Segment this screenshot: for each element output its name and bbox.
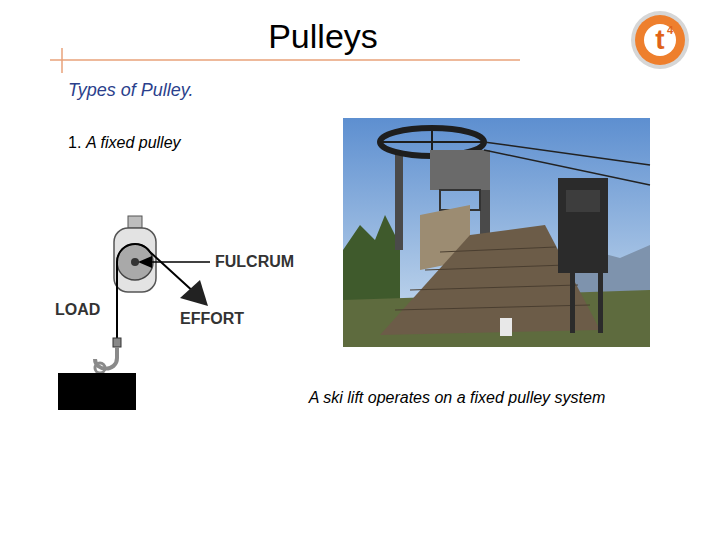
part-label: EFFORT <box>180 309 244 328</box>
list-number: 1. <box>68 133 81 152</box>
logo <box>631 11 689 69</box>
list-item: A fixed pulley <box>86 133 181 152</box>
ski-lift-photo <box>343 118 650 347</box>
logo-number: 4 <box>667 24 673 37</box>
part-label: LOAD <box>55 300 100 319</box>
photo-caption: A ski lift operates on a fixed pulley sy… <box>309 388 605 407</box>
part-label: FULCRUM <box>215 252 294 271</box>
slide-title: Pulleys <box>268 16 378 57</box>
logo-letter: t <box>655 23 664 57</box>
section-heading: Types of Pulley. <box>68 80 193 102</box>
